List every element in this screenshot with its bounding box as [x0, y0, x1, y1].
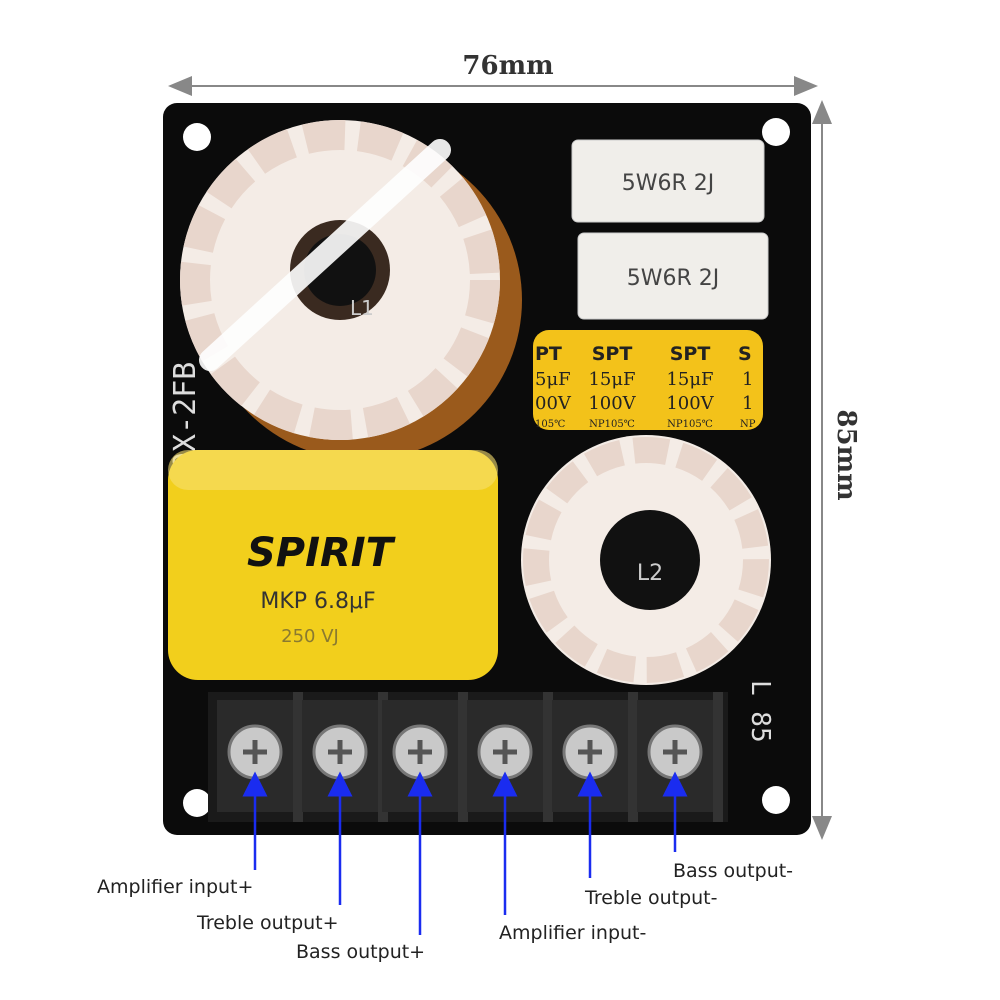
svg-text:5W6R 2J: 5W6R 2J — [627, 266, 720, 291]
svg-text:1: 1 — [742, 393, 753, 414]
terminal-divider — [713, 692, 723, 822]
svg-text:5W6R 2J: 5W6R 2J — [622, 171, 715, 196]
screw-cross — [328, 740, 352, 764]
terminal-divider — [628, 692, 638, 822]
svg-text:NP: NP — [740, 419, 756, 430]
svg-text:100V: 100V — [666, 393, 714, 414]
label-amplifier-input-minus: Amplifier input- — [499, 922, 647, 944]
svg-text:NP105℃: NP105℃ — [589, 419, 635, 430]
label-bass-output-minus: Bass output- — [673, 860, 794, 882]
screw-cross — [663, 740, 687, 764]
width-label: 76mm — [462, 51, 553, 81]
terminal-divider — [543, 692, 553, 822]
svg-text:PT: PT — [535, 343, 562, 365]
svg-text:15μF: 15μF — [666, 369, 713, 390]
l1-label: L1 — [350, 296, 374, 320]
svg-text:L2: L2 — [637, 561, 663, 586]
svg-text:00V: 00V — [535, 393, 572, 414]
svg-text:SPT: SPT — [592, 343, 633, 365]
inductor-l2: L2 — [521, 435, 771, 685]
film-capacitor: SPIRIT MKP 6.8μF 250 VJ — [168, 450, 498, 680]
resistor-2: 5W6R 2J — [577, 232, 769, 320]
svg-text:105℃: 105℃ — [535, 419, 565, 430]
silk-text: L 85 — [745, 680, 775, 743]
terminal-block — [208, 692, 728, 822]
label-bass-output-plus: Bass output+ — [296, 941, 426, 963]
screw-cross — [578, 740, 602, 764]
screw-cross — [243, 740, 267, 764]
resistor-1: 5W6R 2J — [571, 139, 765, 223]
annotation-arrows — [242, 771, 688, 935]
svg-text:SPT: SPT — [670, 343, 711, 365]
terminal-divider — [458, 692, 468, 822]
svg-text:S: S — [738, 343, 752, 365]
svg-text:1: 1 — [742, 369, 753, 390]
terminal-divider — [293, 692, 303, 822]
svg-text:SPIRIT: SPIRIT — [247, 530, 396, 576]
mounting-holes — [183, 118, 790, 817]
svg-text:250 VJ: 250 VJ — [281, 626, 339, 647]
svg-text:5μF: 5μF — [535, 369, 571, 390]
screw-cross — [493, 740, 517, 764]
label-amplifier-input-plus: Amplifier input+ — [97, 876, 254, 898]
svg-text:NP105℃: NP105℃ — [667, 419, 713, 430]
svg-text:MKP 6.8μF: MKP 6.8μF — [260, 589, 375, 614]
inductor-l1: L1 — [180, 120, 522, 460]
label-treble-output-minus: Treble output- — [585, 887, 718, 909]
height-label: 85mm — [831, 409, 861, 500]
electrolytic-capacitor: PT 5μF 00V 105℃ SPT 15μF 100V NP105℃ SPT… — [533, 330, 763, 430]
label-treble-output-plus: Treble output+ — [197, 912, 339, 934]
svg-text:100V: 100V — [588, 393, 636, 414]
screw-cross — [408, 740, 432, 764]
svg-text:15μF: 15μF — [588, 369, 635, 390]
